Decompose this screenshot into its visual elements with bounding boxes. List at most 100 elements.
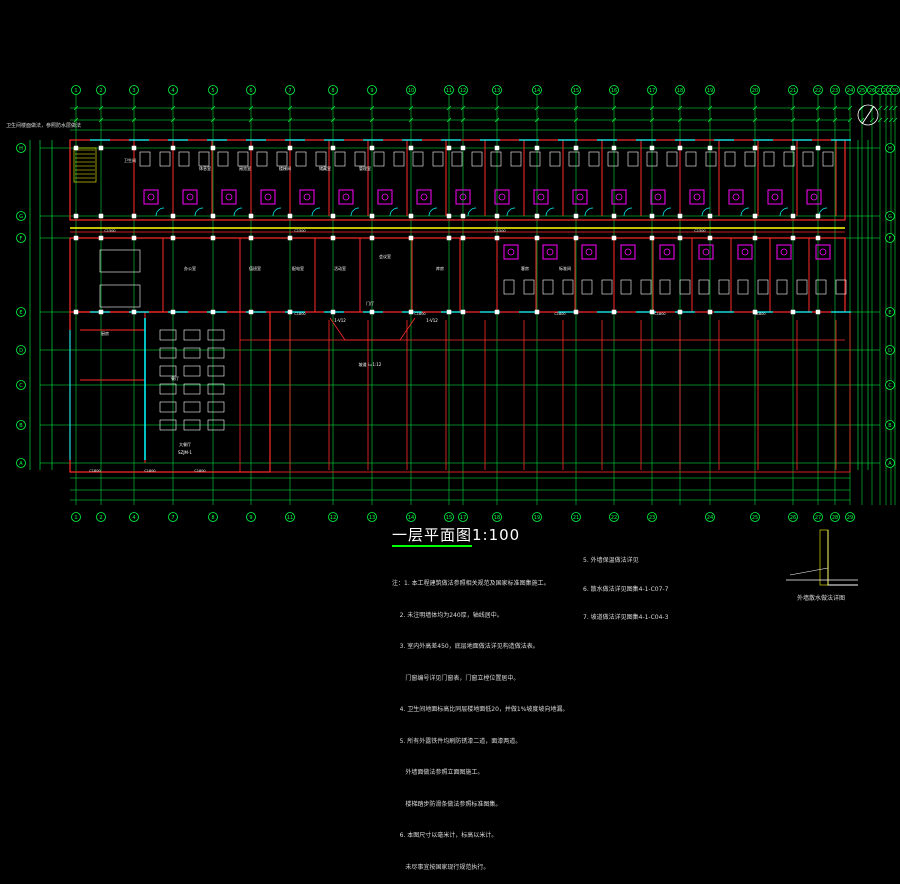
axis-bubble xyxy=(367,85,377,95)
axis-label: D xyxy=(888,348,892,354)
column xyxy=(131,235,137,241)
north-arrow xyxy=(857,104,879,126)
toilet-icon xyxy=(147,193,155,201)
bed-icon xyxy=(354,151,366,167)
dimension-tick xyxy=(869,117,875,123)
dining-table xyxy=(159,329,177,341)
column xyxy=(752,235,758,241)
bed-icon xyxy=(334,151,346,167)
axis-label: 8 xyxy=(331,88,334,94)
bathroom-fixture xyxy=(542,244,558,260)
axis-label: 4 xyxy=(171,88,174,94)
column xyxy=(677,213,683,219)
room-label: 楼梯间 xyxy=(279,165,291,171)
bed-icon xyxy=(666,151,678,167)
room-label: 休息室 xyxy=(199,165,211,171)
note-line: 外墙面做法参照立面图施工。 xyxy=(392,769,484,776)
column xyxy=(73,213,79,219)
axis-bubble xyxy=(208,512,218,522)
hall-code: SZJM-1 xyxy=(178,450,192,455)
dimension-tick xyxy=(892,117,898,123)
note-line: 3. 室内外高差450，底层地面做法详见构造做法表。 xyxy=(392,643,539,650)
axis-label: 7 xyxy=(288,88,291,94)
axis-bubble xyxy=(129,512,139,522)
dining-table xyxy=(159,365,177,377)
axis-bubble xyxy=(830,512,840,522)
detail-section xyxy=(819,529,829,586)
dimension-tick xyxy=(248,117,254,123)
dimension-tick xyxy=(752,117,758,123)
bathroom-fixture xyxy=(728,189,744,205)
bathroom-fixture xyxy=(776,244,792,260)
stair-tag: 1-V12 xyxy=(426,318,438,323)
axis-bubble xyxy=(285,512,295,522)
bed-icon xyxy=(815,279,827,295)
bathroom-fixture xyxy=(698,244,714,260)
toilet-icon xyxy=(624,248,632,256)
stair-outline xyxy=(73,147,97,183)
window-tag: C1500 xyxy=(104,229,115,233)
dimension-tick xyxy=(73,105,79,111)
column xyxy=(534,235,540,241)
room-label: 配电室 xyxy=(292,265,304,271)
column xyxy=(210,235,216,241)
toilet-icon xyxy=(507,248,515,256)
bed-icon xyxy=(601,279,613,295)
column xyxy=(408,145,414,151)
bathroom-fixture xyxy=(299,189,315,205)
room-label: 客房 xyxy=(521,265,529,271)
door-swing xyxy=(701,207,711,217)
column xyxy=(707,309,713,315)
axis-label: 26 xyxy=(790,515,796,521)
drawing-title: 一层平面图1:100 xyxy=(392,526,521,544)
column xyxy=(573,235,579,241)
reference-line: 5. 外墙保温做法详见 xyxy=(583,557,639,564)
dimension-tick xyxy=(649,117,655,123)
dimension-tick xyxy=(611,105,617,111)
dimension-tick xyxy=(883,117,889,123)
column xyxy=(752,309,758,315)
column xyxy=(815,235,821,241)
dimension-tick xyxy=(790,117,796,123)
axis-label: E xyxy=(19,310,22,316)
column xyxy=(73,235,79,241)
axis-bubble xyxy=(16,420,26,430)
axis-bubble xyxy=(885,420,895,430)
window-tag: C1800 xyxy=(194,469,205,473)
bed-icon xyxy=(412,151,424,167)
toilet-icon xyxy=(663,248,671,256)
axis-label: 19 xyxy=(707,88,713,94)
column xyxy=(170,213,176,219)
room-label: 管理室 xyxy=(359,165,371,171)
dining-table xyxy=(207,401,225,413)
bed-icon xyxy=(607,151,619,167)
column xyxy=(707,213,713,219)
axis-label: 26 xyxy=(869,88,875,94)
dimension-tick xyxy=(888,117,894,123)
detail-wall xyxy=(827,530,858,586)
axis-bubble xyxy=(367,512,377,522)
bed-icon xyxy=(568,151,580,167)
column xyxy=(408,235,414,241)
dimension-tick xyxy=(408,117,414,123)
room-label: 厨房 xyxy=(101,330,109,336)
dining-table xyxy=(183,329,201,341)
axis-label: 25 xyxy=(859,88,865,94)
bathroom-fixture xyxy=(689,189,705,205)
axis-label: 17 xyxy=(460,515,466,521)
bed-icon xyxy=(432,151,444,167)
column xyxy=(494,145,500,151)
bathroom-fixture xyxy=(650,189,666,205)
axis-bubble xyxy=(885,345,895,355)
column xyxy=(330,235,336,241)
column xyxy=(815,145,821,151)
column xyxy=(611,213,617,219)
column xyxy=(287,309,293,315)
axis-bubble xyxy=(285,85,295,95)
column xyxy=(460,213,466,219)
column xyxy=(131,145,137,151)
bed-icon xyxy=(562,279,574,295)
axis-label: H xyxy=(19,146,23,152)
axis-bubble xyxy=(208,85,218,95)
